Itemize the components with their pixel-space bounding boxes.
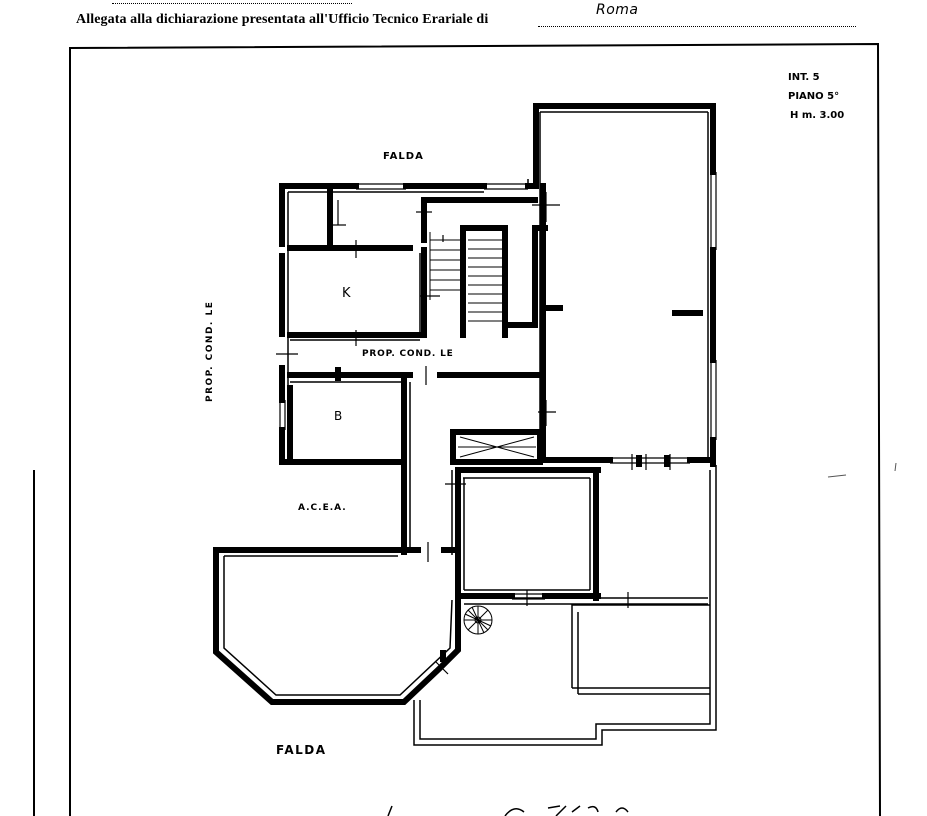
header-city-handwritten: Roma: [596, 2, 639, 18]
header-line: Allegata alla dichiarazione presentata a…: [76, 2, 856, 32]
label-falda-bottom: FALDA: [276, 743, 327, 757]
walls: [213, 103, 716, 705]
label-room-b: B: [334, 409, 342, 423]
top-dotted-line: [112, 0, 352, 4]
wall-stubs: [440, 455, 670, 662]
label-falda-top: FALDA: [383, 151, 424, 162]
label-prop-cond-vertical: PROP. COND. LE: [205, 301, 215, 402]
bottom-handwriting-fragment: [387, 805, 629, 816]
door-marks: [276, 192, 671, 675]
header-caption: Allegata alla dichiarazione presentata a…: [76, 12, 489, 27]
sheet-frame: [69, 42, 881, 816]
left-margin-line: [33, 470, 35, 816]
label-prop-cond-corridor: PROP. COND. LE: [362, 349, 454, 359]
thin-walls: [223, 111, 717, 746]
label-room-k: K: [342, 286, 351, 301]
header-dotted-field: [538, 26, 856, 27]
info-line-3: H m. 3.00: [790, 110, 844, 121]
plan-info-block: INT. 5 PIANO 5° H m. 3.00: [788, 72, 844, 121]
storage-cross: [458, 436, 536, 458]
label-acea: A.C.E.A.: [298, 503, 347, 513]
spiral-stair: [463, 605, 493, 635]
info-line-1: INT. 5: [788, 72, 820, 83]
scan-marks: [827, 462, 897, 478]
windows: [279, 172, 717, 600]
staircase: [429, 232, 503, 322]
info-line-2: PIANO 5°: [788, 91, 839, 102]
